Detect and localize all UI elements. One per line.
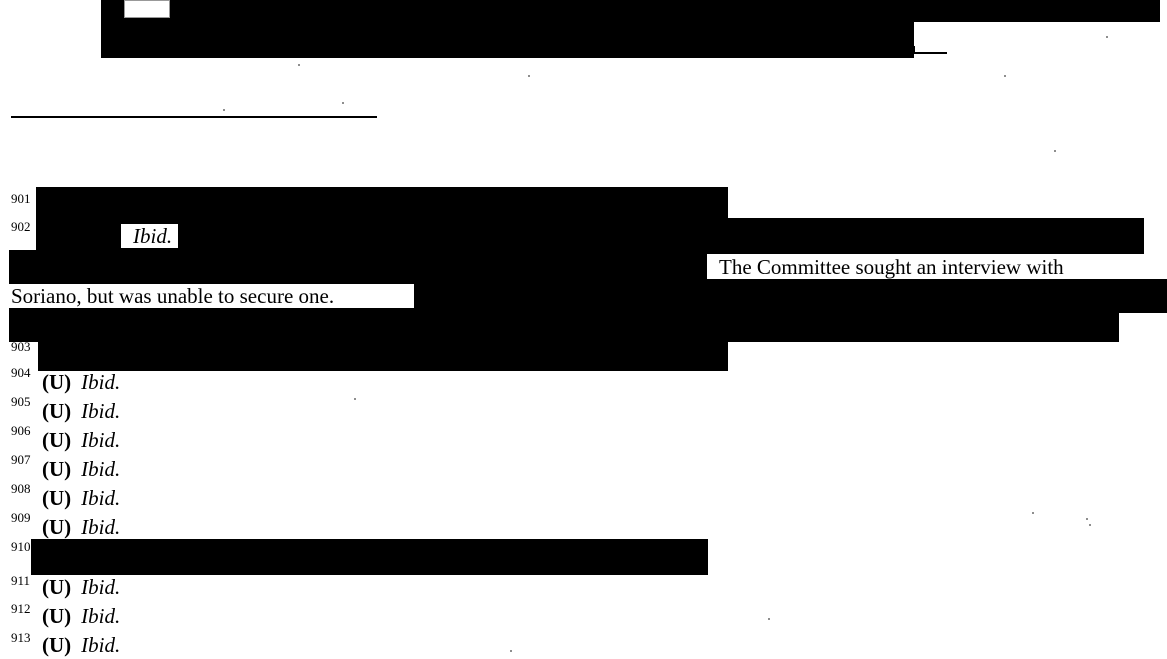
classification-marking: (U) bbox=[42, 575, 72, 599]
footnote-902-cite: Ibid. bbox=[121, 224, 179, 248]
footnote-906: (U) Ibid. bbox=[42, 428, 120, 452]
scan-speck bbox=[510, 650, 512, 652]
scan-speck bbox=[1106, 36, 1108, 38]
citation: Ibid. bbox=[81, 575, 121, 599]
redaction-block-top bbox=[101, 0, 914, 58]
classification-marking: (U) bbox=[42, 399, 72, 423]
footnote-909: (U) Ibid. bbox=[42, 515, 120, 539]
footnote-number-904: 904 bbox=[11, 365, 31, 380]
scan-speck bbox=[528, 75, 530, 77]
footnote-912: (U) Ibid. bbox=[42, 604, 120, 628]
citation: Ibid. bbox=[81, 399, 121, 423]
footnote-number-905: 905 bbox=[11, 394, 31, 409]
scan-speck bbox=[223, 109, 225, 111]
footnote-905: (U) Ibid. bbox=[42, 399, 120, 423]
redaction-footnote-902-a bbox=[36, 218, 1144, 254]
footnote-913: (U) Ibid. bbox=[42, 633, 120, 657]
scan-speck bbox=[342, 102, 344, 104]
citation: Ibid. bbox=[81, 428, 121, 452]
footnote-907: (U) Ibid. bbox=[42, 457, 120, 481]
footnote-number-903: 903 bbox=[11, 339, 31, 354]
footnote-number-907: 907 bbox=[11, 452, 31, 467]
footnote-902-text-line2: Soriano, but was unable to secure one. bbox=[9, 284, 339, 308]
scan-speck bbox=[1089, 524, 1091, 526]
scan-speck bbox=[298, 64, 300, 66]
scan-speck bbox=[354, 398, 356, 400]
redaction-footnote-910 bbox=[31, 539, 708, 575]
redaction-footnote-902-c bbox=[414, 279, 1167, 313]
classification-marking: (U) bbox=[42, 457, 72, 481]
footnote-number-911: 911 bbox=[11, 573, 31, 588]
footnote-902-text-line1: The Committee sought an interview with bbox=[707, 255, 1067, 279]
footnote-904: (U) Ibid. bbox=[42, 370, 120, 394]
scan-artifact bbox=[124, 0, 170, 18]
redaction-footnote-903 bbox=[38, 336, 728, 371]
citation: Ibid. bbox=[81, 515, 121, 539]
footnote-number-901: 901 bbox=[11, 191, 31, 206]
footnote-number-902: 902 bbox=[11, 219, 31, 234]
scan-speck bbox=[1086, 518, 1088, 520]
footnote-number-910: 910 bbox=[11, 539, 31, 554]
scan-speck bbox=[1004, 75, 1006, 77]
footnote-number-913: 913 bbox=[11, 630, 31, 645]
footnote-separator bbox=[11, 116, 377, 118]
footnote-911: (U) Ibid. bbox=[42, 575, 120, 599]
classification-marking: (U) bbox=[42, 604, 72, 628]
citation: Ibid. bbox=[81, 457, 121, 481]
classification-marking: (U) bbox=[42, 633, 72, 657]
classification-marking: (U) bbox=[42, 428, 72, 452]
footnote-908: (U) Ibid. bbox=[42, 486, 120, 510]
redaction-footnote-901 bbox=[36, 187, 728, 221]
scan-speck bbox=[768, 618, 770, 620]
citation: Ibid. bbox=[81, 633, 121, 657]
scan-speck bbox=[1054, 150, 1056, 152]
footnote-number-912: 912 bbox=[11, 601, 31, 616]
scan-artifact bbox=[914, 46, 947, 54]
redaction-footnote-902-b bbox=[9, 250, 707, 284]
scan-speck bbox=[1032, 512, 1034, 514]
redaction-block-top-right bbox=[900, 0, 1160, 22]
citation: Ibid. bbox=[81, 370, 121, 394]
classification-marking: (U) bbox=[42, 515, 72, 539]
classification-marking: (U) bbox=[42, 486, 72, 510]
classification-marking: (U) bbox=[42, 370, 72, 394]
footnote-number-906: 906 bbox=[11, 423, 31, 438]
citation: Ibid. bbox=[81, 486, 121, 510]
footnote-number-909: 909 bbox=[11, 510, 31, 525]
footnote-number-908: 908 bbox=[11, 481, 31, 496]
citation: Ibid. bbox=[81, 604, 121, 628]
